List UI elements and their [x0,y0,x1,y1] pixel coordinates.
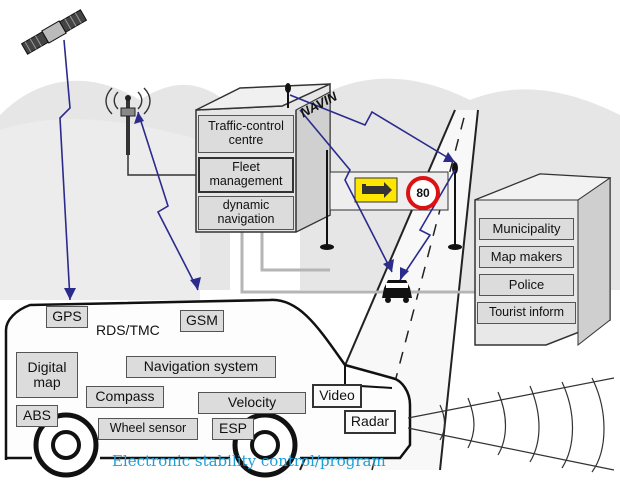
dynamic-navigation-label: dynamic navigation [217,198,275,226]
video-label: Video [319,387,355,404]
velocity-box: Velocity [198,392,306,414]
dynamic-navigation-box: dynamic navigation [198,196,294,230]
wheel-sensor-box: Wheel sensor [98,418,198,440]
speed-limit-value: 80 [416,186,430,200]
traffic-control-centre-box: Traffic-control centre [198,115,294,153]
radio-tower-icon [105,87,198,176]
link-arrowheads [64,112,455,300]
esp-caption: Electronic stability control/program [112,452,386,470]
service-tourist-inform: Tourist inform [477,302,576,324]
navigation-system-label: Navigation system [143,358,259,375]
radar-box: Radar [344,410,396,434]
speed-limit-sign: 80 [406,176,440,210]
abs-box: ABS [16,405,58,427]
service-police: Police [479,274,574,296]
fleet-management-box: Fleet management [198,157,294,193]
digital-map-box: Digital map [16,352,78,398]
navigation-system-box: Navigation system [126,356,276,378]
compass-box: Compass [86,386,164,408]
gps-box: GPS [46,306,88,328]
service-map-makers-label: Map makers [490,248,563,264]
esp-label: ESP [218,420,247,437]
car-icon [382,280,412,303]
esp-box: ESP [212,418,254,440]
traffic-control-centre-label: Traffic-control centre [208,119,284,147]
gsm-label: GSM [186,312,218,329]
service-tourist-inform-label: Tourist inform [488,305,565,320]
velocity-label: Velocity [227,394,277,411]
abs-label: ABS [22,407,51,424]
service-municipality: Municipality [479,218,574,240]
video-box: Video [312,384,362,408]
service-police-label: Police [508,276,545,292]
digital-map-label: Digital map [27,358,67,390]
radar-beam [407,377,615,473]
fleet-management-label: Fleet management [209,160,283,188]
service-map-makers: Map makers [479,246,574,268]
rds-tmc-label: RDS/TMC [96,322,160,338]
service-municipality-label: Municipality [492,220,561,236]
compass-label: Compass [95,388,155,405]
gps-label: GPS [52,308,82,325]
wheel-sensor-label: Wheel sensor [109,421,187,436]
satellite-icon [20,9,88,55]
radar-label: Radar [350,413,390,430]
gsm-box: GSM [180,310,224,332]
